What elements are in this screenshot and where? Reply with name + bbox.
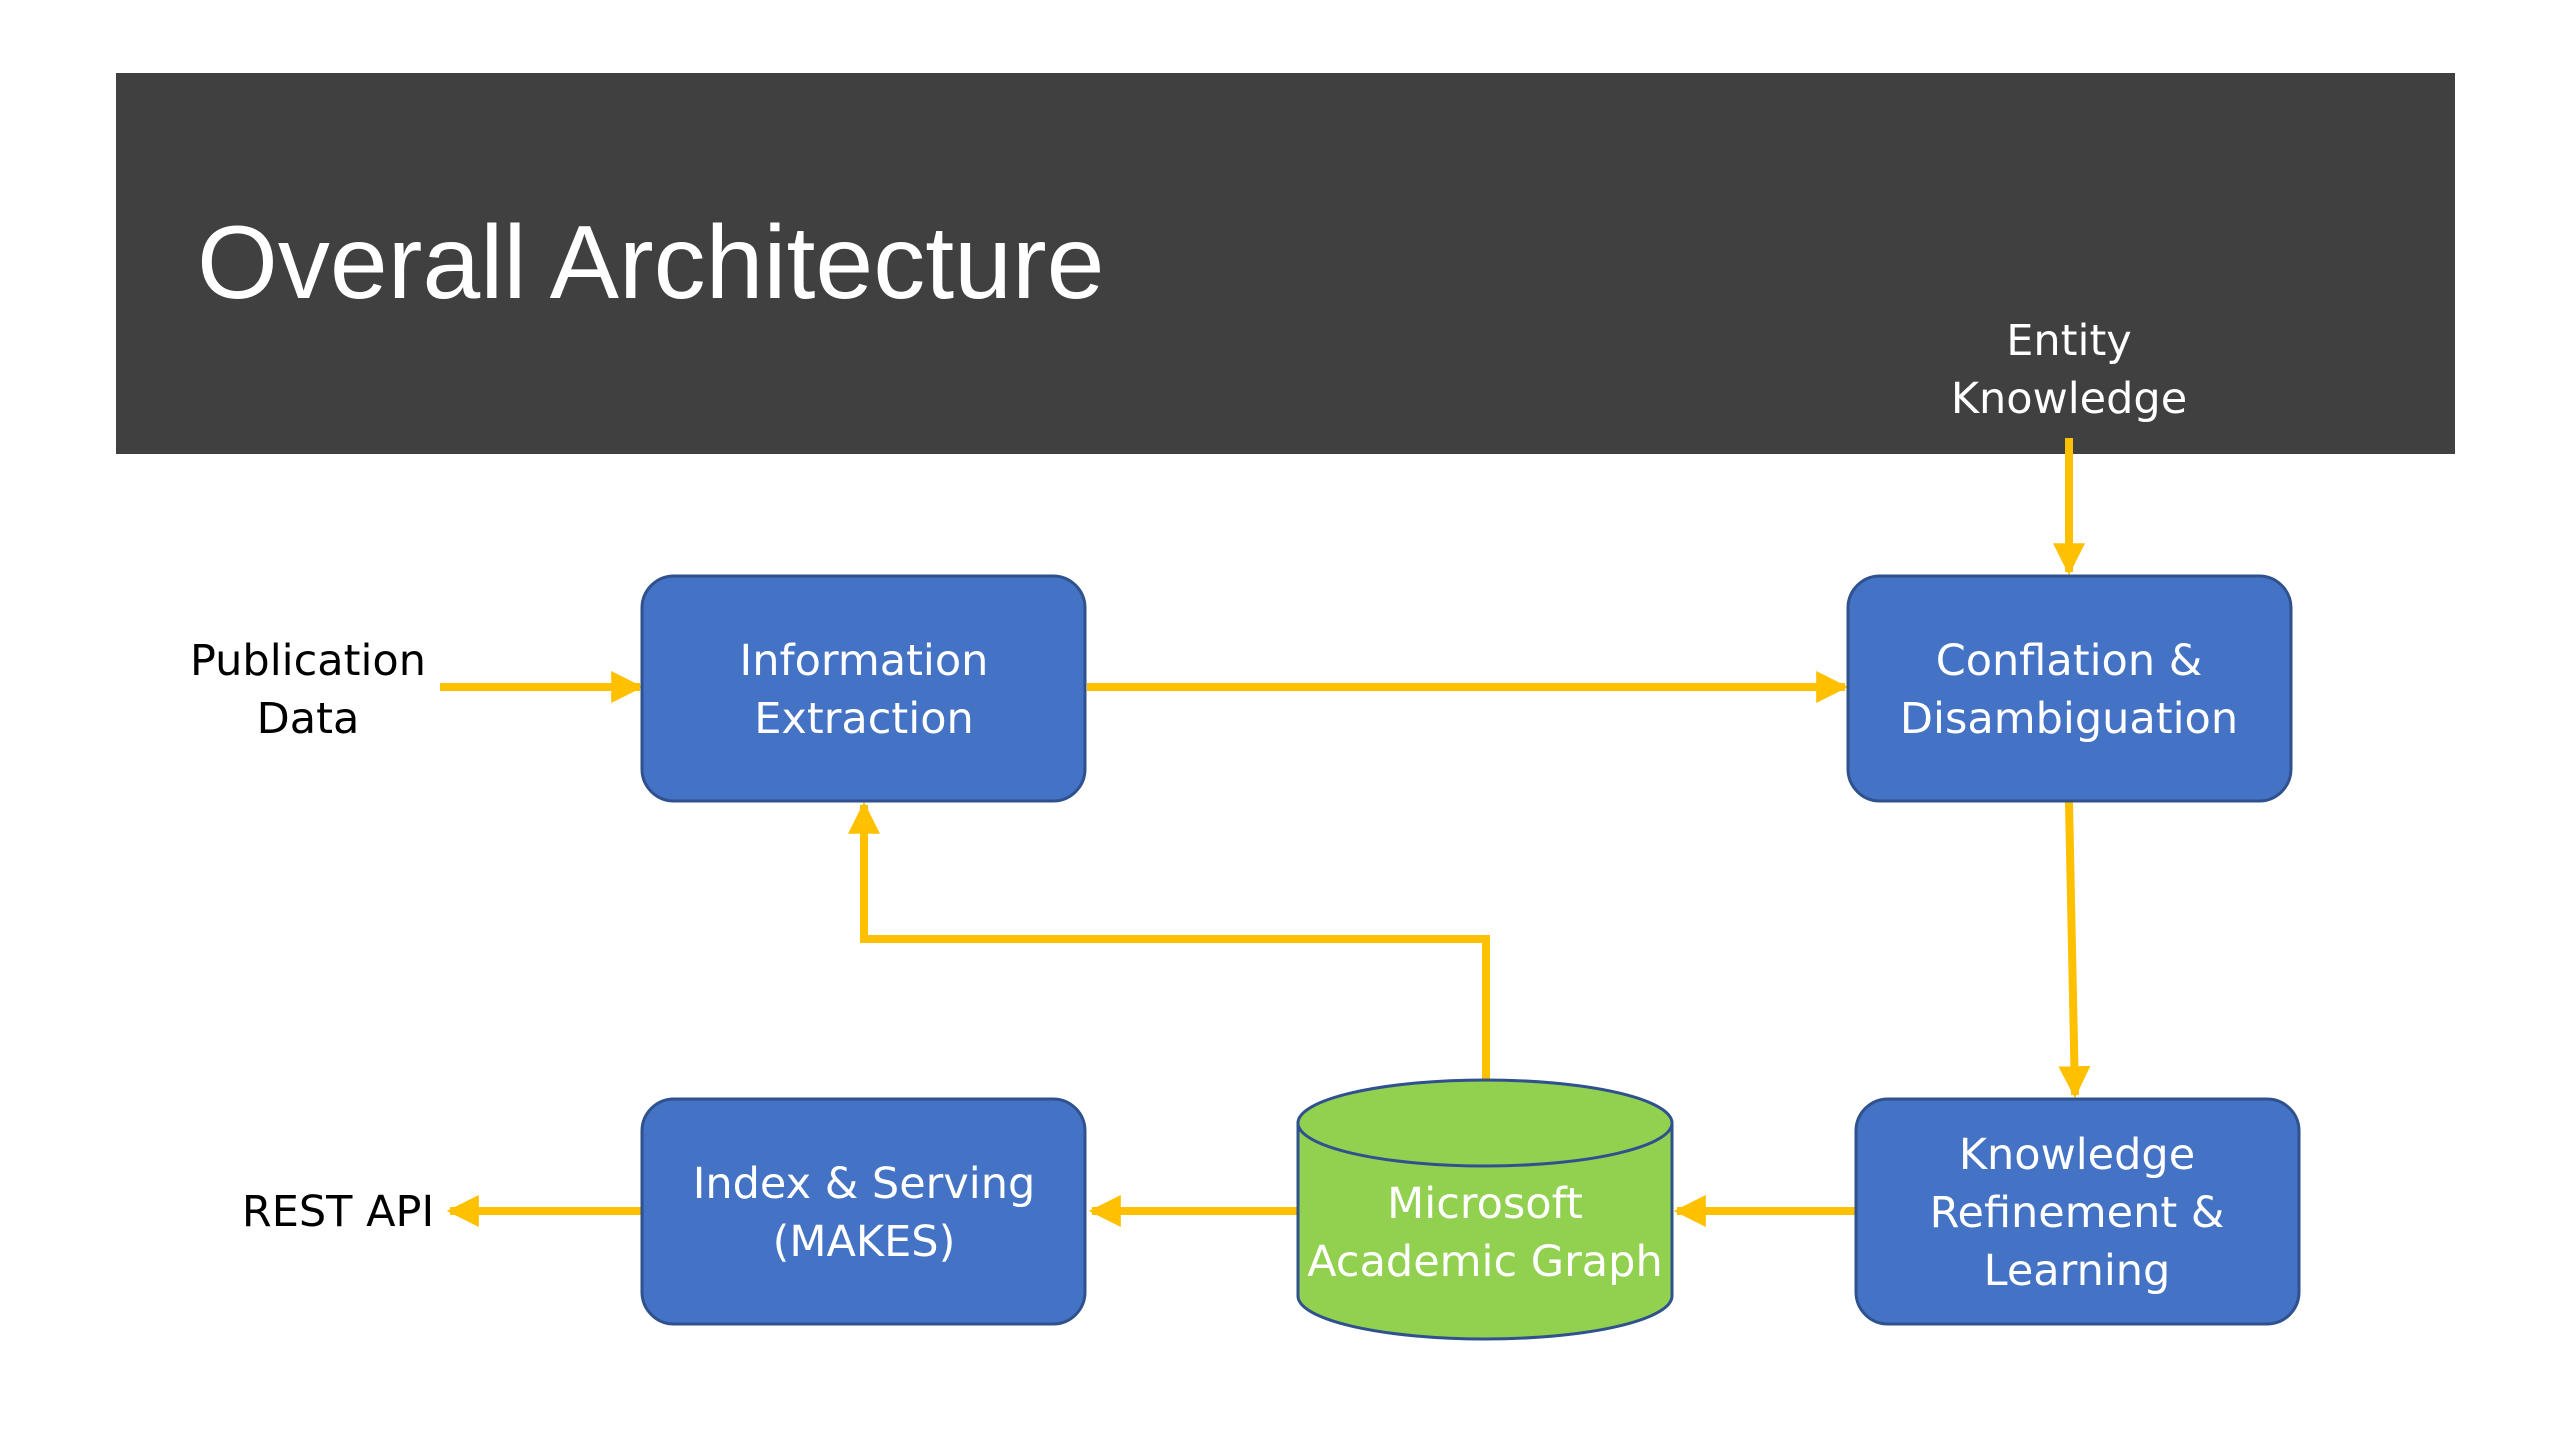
entity-knowledge-line-2: Knowledge [1951,374,2187,424]
knowledge-refinement-node: Knowledge Refinement & Learning [1854,1097,2301,1326]
index-serving-line-2: (MAKES) [773,1217,956,1267]
conflation-disambiguation-node: Conflation & Disambiguation [1846,574,2293,803]
database-icon [1296,1078,1674,1168]
mag-line-1: Microsoft [1387,1179,1583,1229]
knowledge-refinement-line-2: Refinement & [1930,1188,2225,1238]
publication-data-line-1: Publication [190,636,426,686]
index-serving-line-1: Index & Serving [693,1159,1036,1209]
conflation-line-2: Disambiguation [1900,694,2238,744]
mag-line-2: Academic Graph [1307,1237,1662,1287]
information-extraction-line-1: Information [740,636,989,686]
arrow-conflation-to-refinement [2058,801,2091,1099]
slide-title: Overall Architecture [197,205,1104,321]
microsoft-academic-graph-database: Microsoft Academic Graph [1296,1078,1674,1341]
knowledge-refinement-line-3: Learning [1984,1246,2171,1296]
arrow-mag-to-extraction [848,801,1490,1080]
title-banner [116,73,2455,454]
entity-knowledge-line-1: Entity [2006,316,2132,366]
information-extraction-node: Information Extraction [640,574,1087,803]
rest-api-label: REST API [242,1187,434,1237]
conflation-line-1: Conflation & [1936,636,2203,686]
knowledge-refinement-line-1: Knowledge [1959,1130,2195,1180]
publication-data-line-2: Data [257,694,360,744]
information-extraction-line-2: Extraction [754,694,974,744]
index-serving-node: Index & Serving (MAKES) [640,1097,1087,1326]
